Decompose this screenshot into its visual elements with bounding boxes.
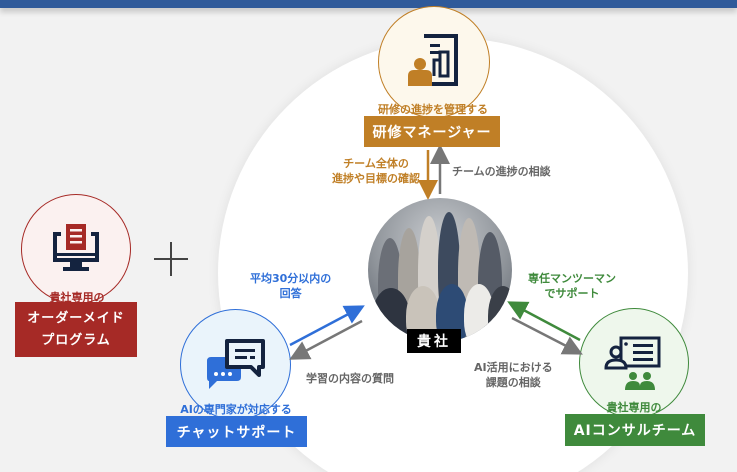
program-circle [21, 194, 131, 304]
chat-caption: AIの専門家が対応する [180, 403, 292, 416]
note-company-to-consult: AI活用における 課題の相談 [474, 361, 553, 389]
chat-circle [180, 309, 291, 420]
chat-bubbles-icon [206, 338, 265, 389]
program-title-line1: オーダーメイド [27, 310, 125, 326]
manager-caption: 研修の進捗を管理する [378, 103, 488, 116]
computer-document-icon [53, 224, 99, 271]
arrow-company-to-consult [511, 316, 583, 355]
header-bar [0, 0, 737, 8]
program-title-line2: プログラム [41, 332, 111, 348]
program-caption: 貴社専用の [49, 291, 105, 304]
note-chat-to-company: 平均30分以内の 回答 [250, 272, 332, 300]
program-title-box: オーダーメイド プログラム [15, 302, 137, 357]
manager-title-box: 研修マネージャー [364, 116, 500, 147]
note-manager-to-company: チーム全体の 進捗や目標の確認 [332, 157, 420, 185]
arrow-company-to-chat [289, 319, 363, 360]
arrow-consult-to-company [507, 301, 581, 342]
chat-title-box: チャットサポート [166, 416, 307, 447]
consult-caption: 貴社専用の [606, 401, 662, 414]
presentation-team-icon [604, 336, 661, 390]
arrow-chat-to-company [289, 305, 365, 347]
consult-title-box: AIコンサルチーム [565, 414, 705, 446]
team-photo [368, 198, 512, 342]
note-company-to-manager: チームの進捗の相談 [452, 165, 551, 178]
note-company-to-chat: 学習の内容の質問 [306, 372, 394, 385]
person-report-icon [408, 34, 458, 86]
note-consult-to-company: 専任マンツーマン でサポート [528, 272, 616, 300]
consult-circle [579, 308, 689, 418]
company-label: 貴社 [407, 329, 461, 353]
plus-icon [154, 242, 188, 276]
